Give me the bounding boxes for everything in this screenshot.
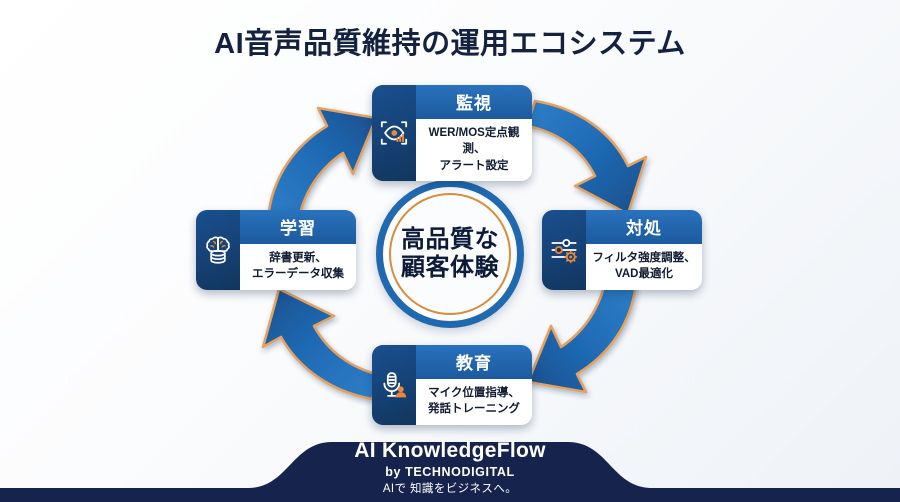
footer-tagline: AIで 知識をビジネスへ。 — [382, 482, 518, 495]
card-monitor-body: 監視 WER/MOS定点観測、 アラート設定 — [416, 85, 532, 181]
card-action-desc: フィルタ強度調整、 VAD最適化 — [586, 244, 702, 290]
card-train-desc: マイク位置指導、 発話トレーニング — [416, 379, 532, 425]
card-learn-title: 学習 — [240, 210, 356, 244]
card-action-title: 対処 — [586, 210, 702, 244]
center-line-2: 顧客体験 — [401, 254, 499, 281]
arrow-monitor-to-action — [525, 99, 648, 216]
brain-database-icon — [196, 210, 240, 290]
card-learn[interactable]: 学習 辞書更新、 エラーデータ収集 — [196, 210, 356, 290]
sliders-gear-icon — [542, 210, 586, 290]
card-learn-body: 学習 辞書更新、 エラーデータ収集 — [240, 210, 356, 290]
eye-scan-chart-icon — [372, 85, 416, 181]
arrow-learn-to-monitor — [266, 106, 378, 225]
footer-brand: AI KnowledgeFlow — [354, 439, 546, 463]
card-train-desc-line-1: マイク位置指導、 — [428, 387, 520, 399]
card-train-title: 教育 — [416, 345, 532, 379]
card-learn-desc-line-2: エラーデータ収集 — [252, 268, 344, 281]
card-action-body: 対処 フィルタ強度調整、 VAD最適化 — [586, 210, 702, 290]
card-action-desc-line-1: フィルタ強度調整、 — [592, 252, 696, 264]
card-monitor[interactable]: 監視 WER/MOS定点観測、 アラート設定 — [372, 85, 532, 181]
arrow-train-to-learn — [261, 287, 382, 401]
card-learn-desc: 辞書更新、 エラーデータ収集 — [240, 244, 356, 290]
page-title: AI音声品質維持の運用エコシステム — [214, 28, 686, 60]
footer-banner-shape — [0, 442, 900, 502]
footer-banner: AI KnowledgeFlow by TECHNODIGITAL AIで 知識… — [0, 439, 900, 498]
card-monitor-desc-line-2: アラート設定 — [439, 159, 509, 172]
center-circle: 高品質な 顧客体験 — [376, 180, 524, 328]
arrow-action-to-train — [526, 275, 638, 394]
card-train[interactable]: 教育 マイク位置指導、 発話トレーニング — [372, 345, 532, 425]
card-action[interactable]: 対処 フィルタ強度調整、 VAD最適化 — [542, 210, 702, 290]
card-monitor-desc-line-1: WER/MOS定点観測、 — [428, 127, 520, 156]
center-label: 高品質な 顧客体験 — [401, 226, 499, 282]
card-train-desc-line-2: 発話トレーニング — [428, 403, 520, 416]
card-monitor-desc: WER/MOS定点観測、 アラート設定 — [416, 119, 532, 181]
card-train-body: 教育 マイク位置指導、 発話トレーニング — [416, 345, 532, 425]
card-monitor-title: 監視 — [416, 85, 532, 119]
card-learn-desc-line-1: 辞書更新、 — [269, 252, 327, 264]
microphone-person-icon — [372, 345, 416, 425]
footer-by: by TECHNODIGITAL — [385, 464, 515, 479]
center-line-1: 高品質な — [401, 226, 499, 254]
card-action-desc-line-2: VAD最適化 — [615, 268, 673, 281]
